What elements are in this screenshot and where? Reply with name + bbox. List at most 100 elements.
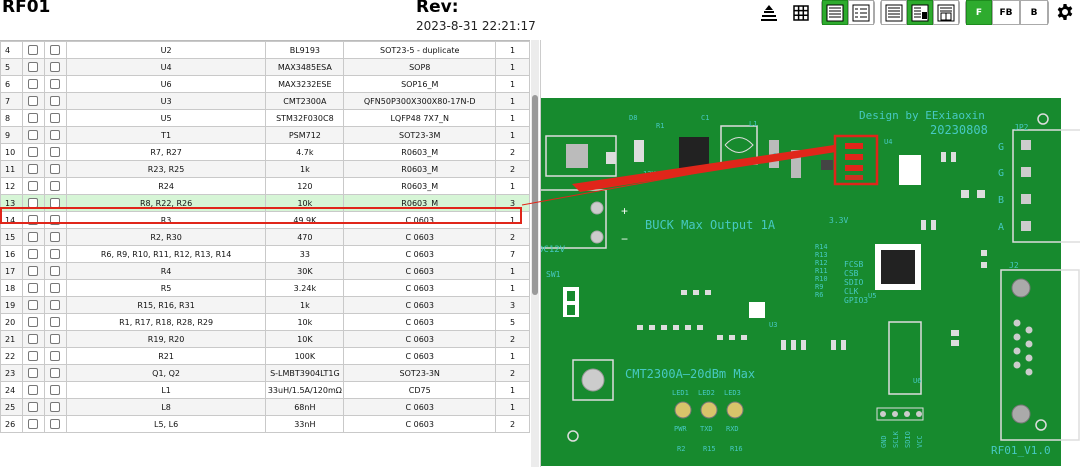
checkbox-placed[interactable] bbox=[50, 300, 61, 310]
layout-left-right-button[interactable] bbox=[822, 0, 848, 25]
checkbox-sourced[interactable] bbox=[28, 96, 39, 106]
bom-list-button[interactable] bbox=[881, 0, 907, 25]
checkbox-placed[interactable] bbox=[50, 385, 61, 395]
value-cell: 10k bbox=[265, 313, 345, 331]
row-index: 4 bbox=[0, 41, 23, 59]
checkbox-sourced[interactable] bbox=[28, 385, 39, 395]
checkbox-sourced[interactable] bbox=[28, 215, 39, 225]
checkbox-placed[interactable] bbox=[50, 266, 61, 276]
checkbox-sourced[interactable] bbox=[28, 402, 39, 412]
checkbox-placed[interactable] bbox=[50, 181, 61, 191]
checkbox-placed[interactable] bbox=[50, 283, 61, 293]
checkbox-placed[interactable] bbox=[50, 113, 61, 123]
bom-split-button[interactable] bbox=[933, 0, 959, 25]
checkbox-placed[interactable] bbox=[50, 215, 61, 225]
spi-label-sdio: SDIO bbox=[844, 278, 863, 287]
checkbox-sourced[interactable] bbox=[28, 62, 39, 72]
checkbox-sourced[interactable] bbox=[28, 147, 39, 157]
p1-pin-sclk: SCLK bbox=[892, 430, 900, 448]
references-cell: R19, R20 bbox=[65, 330, 267, 348]
checkbox-placed-cell bbox=[43, 211, 67, 229]
checkbox-sourced[interactable] bbox=[28, 130, 39, 140]
references-cell: R1, R17, R18, R28, R29 bbox=[65, 313, 267, 331]
silkscreen-toggle-button[interactable] bbox=[757, 0, 781, 25]
checkbox-placed[interactable] bbox=[50, 402, 61, 412]
led1-sub: PWR bbox=[674, 425, 687, 433]
layout-top-bottom-icon bbox=[852, 4, 870, 21]
checkbox-sourced[interactable] bbox=[28, 164, 39, 174]
jp2-pin-g1: G bbox=[998, 142, 1004, 153]
checkbox-placed[interactable] bbox=[50, 317, 61, 327]
checkbox-sourced[interactable] bbox=[28, 300, 39, 310]
checkbox-sourced[interactable] bbox=[28, 317, 39, 327]
footprint-cell: LQFP48 7X7_N bbox=[343, 109, 497, 127]
checkbox-sourced[interactable] bbox=[28, 351, 39, 361]
checkbox-sourced[interactable] bbox=[28, 232, 39, 242]
checkbox-placed[interactable] bbox=[50, 79, 61, 89]
pcb-view-area[interactable]: DC12V + − SW1 R1 C1 L1 D8 12V 5V 3.3V BU… bbox=[531, 40, 1080, 467]
layout-left-right-icon bbox=[826, 4, 844, 21]
checkbox-placed[interactable] bbox=[50, 351, 61, 361]
bom-grouped-button[interactable] bbox=[907, 0, 933, 25]
references-cell: R23, R25 bbox=[65, 160, 267, 178]
checkbox-placed[interactable] bbox=[50, 147, 61, 157]
checkbox-sourced[interactable] bbox=[28, 198, 39, 208]
checkbox-placed[interactable] bbox=[50, 368, 61, 378]
checkbox-placed[interactable] bbox=[50, 62, 61, 72]
checkbox-placed[interactable] bbox=[50, 96, 61, 106]
grid-toggle-button[interactable] bbox=[789, 0, 813, 25]
layout-top-bottom-button[interactable] bbox=[848, 0, 874, 25]
checkbox-sourced[interactable] bbox=[28, 368, 39, 378]
checkbox-placed[interactable] bbox=[50, 334, 61, 344]
checkbox-placed[interactable] bbox=[50, 45, 61, 55]
checkbox-sourced[interactable] bbox=[28, 249, 39, 259]
checkbox-sourced[interactable] bbox=[28, 45, 39, 55]
table-scrollbar-thumb[interactable] bbox=[532, 95, 538, 295]
side-front-button[interactable]: F bbox=[966, 0, 992, 25]
checkbox-placed[interactable] bbox=[50, 164, 61, 174]
checkbox-placed[interactable] bbox=[50, 130, 61, 140]
checkbox-placed[interactable] bbox=[50, 419, 61, 429]
checkbox-placed[interactable] bbox=[50, 249, 61, 259]
side-both-button[interactable]: FB bbox=[992, 0, 1020, 25]
checkbox-sourced[interactable] bbox=[28, 79, 39, 89]
settings-button[interactable] bbox=[1053, 0, 1077, 25]
quantity-cell: 1 bbox=[495, 279, 530, 297]
side-back-button[interactable]: B bbox=[1020, 0, 1048, 25]
checkbox-sourced[interactable] bbox=[28, 181, 39, 191]
checkbox-sourced[interactable] bbox=[28, 113, 39, 123]
value-cell: 1k bbox=[265, 160, 345, 178]
checkbox-placed[interactable] bbox=[50, 232, 61, 242]
header: RF01 Rev: 2023-8-31 22:21:17 F FB B bbox=[0, 0, 1080, 38]
checkbox-sourced[interactable] bbox=[28, 266, 39, 276]
pcb-board-canvas[interactable]: DC12V + − SW1 R1 C1 L1 D8 12V 5V 3.3V BU… bbox=[531, 40, 1080, 467]
checkbox-sourced[interactable] bbox=[28, 419, 39, 429]
checkbox-sourced[interactable] bbox=[28, 283, 39, 293]
checkbox-sourced[interactable] bbox=[28, 334, 39, 344]
value-cell: PSM712 bbox=[265, 126, 345, 144]
checkbox-placed[interactable] bbox=[50, 198, 61, 208]
